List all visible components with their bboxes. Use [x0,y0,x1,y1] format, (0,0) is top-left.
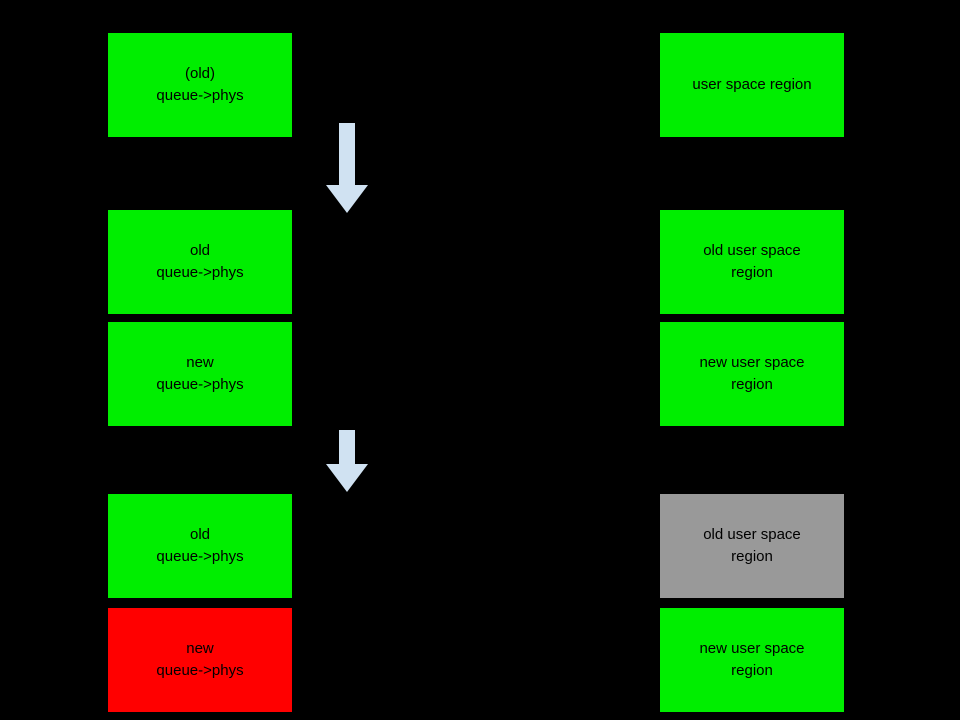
block-new-queue-phys-mid[interactable]: new queue->phys [108,322,292,426]
block-label: old user space region [703,242,801,281]
block-old-queue-phys-mid[interactable]: old queue->phys [108,210,292,314]
block-user-space-region-initial[interactable]: user space region [660,33,844,137]
down-arrow-shape [326,123,368,213]
block-old-user-space-region-final[interactable]: old user space region [660,494,844,598]
block-label: new user space region [699,354,805,393]
block-old-queue-phys-initial[interactable]: (old) queue->phys [108,33,292,137]
down-arrow-icon [326,430,368,492]
down-arrow-icon [326,123,368,213]
block-old-queue-phys-final[interactable]: old queue->phys [108,494,292,598]
block-label: old queue->phys [156,242,244,281]
block-new-user-space-region-final[interactable]: new user space region [660,608,844,712]
block-label: old user space region [703,526,801,565]
block-label: new queue->phys [156,640,244,679]
block-new-queue-phys-final[interactable]: new queue->phys [108,608,292,712]
block-new-user-space-region-mid[interactable]: new user space region [660,322,844,426]
down-arrow-glyph [326,123,368,213]
down-arrow-shape [326,430,368,492]
block-label: user space region [692,76,812,94]
block-label: old queue->phys [156,526,244,565]
block-label: new user space region [699,640,805,679]
block-label: new queue->phys [156,354,244,393]
down-arrow-glyph [326,430,368,492]
block-old-user-space-region-mid[interactable]: old user space region [660,210,844,314]
block-label: (old) queue->phys [156,65,244,104]
